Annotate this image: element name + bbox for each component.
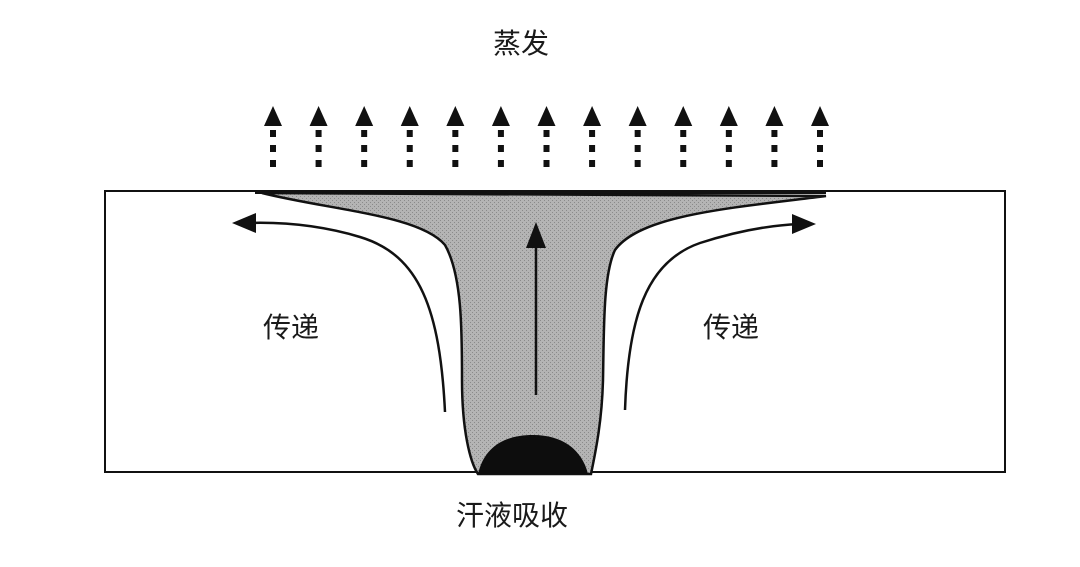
evaporation-arrow [811,106,829,167]
evaporation-arrow [628,106,647,167]
evaporation-arrow [446,106,465,167]
sweat-channel [261,191,827,476]
transfer-right-label: 传递 [703,311,760,344]
evaporation-arrow [765,106,784,167]
evaporation-arrow [719,106,738,167]
transfer-right-arrow [623,222,801,411]
wicking-up-arrowhead [526,222,546,248]
evaporation-arrow [583,106,602,167]
transfer-right-arrowhead [792,214,816,234]
evaporation-label: 蒸发 [493,27,550,60]
evaporation-arrow [355,106,374,167]
evaporation-arrow [537,106,556,167]
evaporation-arrow [264,106,282,167]
sweat-drop [478,435,588,474]
evaporation-arrow [400,106,419,167]
evaporation-arrow [674,106,693,167]
evaporation-arrow [309,106,328,167]
transfer-left-arrow [247,221,447,413]
evaporation-arrow [491,106,510,167]
sweat-absorption-label: 汗液吸收 [456,499,569,532]
transfer-left-label: 传递 [263,311,320,344]
transfer-left-arrowhead [232,213,256,233]
evaporation-arrows [264,106,829,167]
